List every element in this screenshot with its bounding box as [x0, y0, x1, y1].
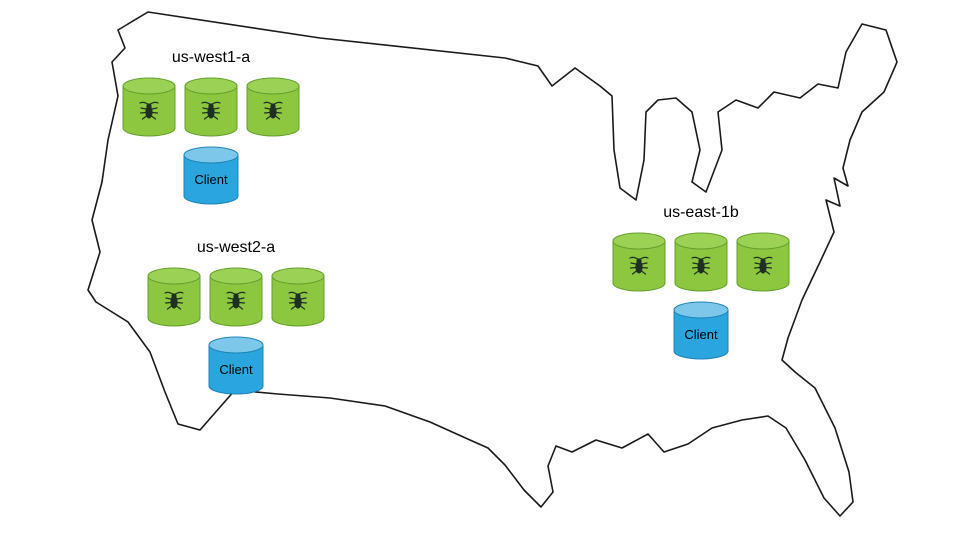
client-cylinder: Client — [182, 146, 240, 206]
client-cylinder: Client — [672, 301, 730, 361]
us-border-path — [87, 11, 898, 517]
db-node-cylinder — [122, 77, 176, 137]
node-row — [120, 76, 302, 138]
client-cylinder: Client — [207, 336, 265, 396]
region-us-west2-a: us-west2-a Client — [145, 238, 327, 396]
node-row — [610, 231, 792, 293]
db-node-cylinder — [271, 267, 325, 327]
region-label: us-west2-a — [196, 239, 276, 256]
region-us-east-1b: us-east-1b Client — [610, 203, 792, 361]
region-label: us-east-1b — [663, 204, 739, 221]
client-label: Client — [684, 327, 718, 342]
db-node-cylinder — [184, 77, 238, 137]
region-us-west1-a: us-west1-a Client — [120, 48, 302, 206]
db-node-cylinder — [612, 232, 666, 292]
db-node-cylinder — [674, 232, 728, 292]
client-label: Client — [219, 362, 253, 377]
node-row — [145, 266, 327, 328]
db-node-cylinder — [736, 232, 790, 292]
db-node-cylinder — [147, 267, 201, 327]
region-label: us-west1-a — [171, 49, 251, 66]
db-node-cylinder — [246, 77, 300, 137]
db-node-cylinder — [209, 267, 263, 327]
client-label: Client — [194, 172, 228, 187]
